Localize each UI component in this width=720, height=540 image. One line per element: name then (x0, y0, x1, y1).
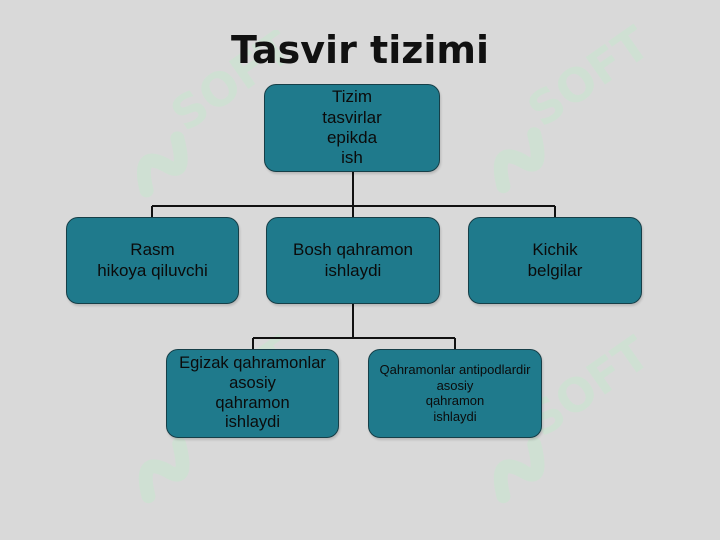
node-kichik-belgilar: Kichik belgilar (468, 217, 642, 304)
node-antipod-line-2: asosiy (436, 377, 474, 393)
node-egizak-qahramonlar: Egizak qahramonlar asosiy qahramon ishla… (166, 349, 339, 438)
node-antipod: Qahramonlar antipodlardir asosiy qahramo… (368, 349, 542, 438)
node-root-line-4: ish (341, 148, 363, 168)
watermark-logo-2: SOFT (493, 20, 660, 194)
node-kichik-line-1: Kichik (532, 240, 578, 260)
node-rasm-line-1: Rasm (130, 240, 175, 260)
page-title: Tasvir tizimi (230, 28, 489, 72)
node-antipod-line-1: Qahramonlar antipodlardir (379, 362, 531, 377)
node-antipod-line-4: ishlaydi (433, 408, 477, 424)
node-antipod-line-3: qahramon (425, 393, 485, 409)
node-root: Tizim tasvirlar epikda ish (264, 84, 440, 172)
node-egizak-line-2: asosiy (229, 373, 276, 392)
node-egizak-line-4: ishlaydi (224, 413, 281, 432)
node-bosh-line-2: ishlaydi (324, 260, 382, 280)
node-egizak-line-1: Egizak qahramonlar (179, 353, 326, 372)
node-egizak-line-3: qahramon (215, 393, 290, 412)
node-kichik-line-2: belgilar (527, 260, 583, 280)
node-root-line-3: epikda (326, 128, 378, 147)
node-rasm-line-2: hikoya qiluvchi (97, 260, 208, 280)
node-bosh-qahramon: Bosh qahramon ishlaydi (266, 217, 440, 304)
node-rasm: Rasm hikoya qiluvchi (66, 217, 239, 304)
node-root-line-2: tasvirlar (322, 107, 382, 127)
node-bosh-line-1: Bosh qahramon (292, 240, 414, 260)
node-root-line-1: Tizim (332, 87, 372, 107)
